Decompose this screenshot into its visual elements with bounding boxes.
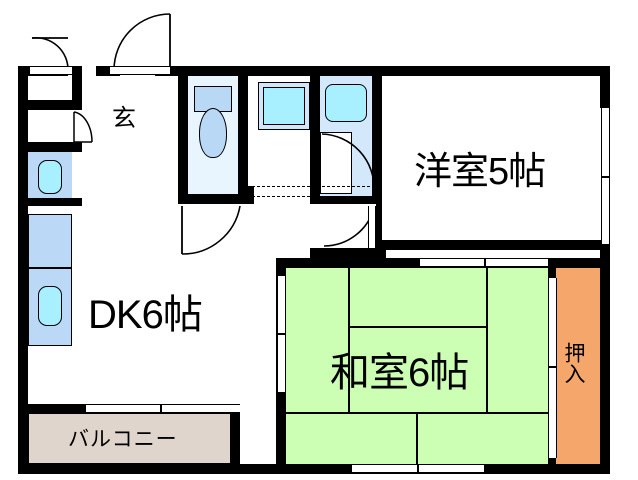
wall-bath-right [310, 66, 320, 196]
wall-hall-right-stub [376, 204, 382, 248]
wall-balcony-right [230, 404, 240, 474]
wall-hall-bottom [310, 248, 386, 258]
label-balcony: バルコニー [68, 428, 178, 451]
washitsu-sliding-left-mullion [277, 333, 286, 335]
bedroom-door-leaf[interactable] [368, 206, 376, 248]
wall-top-mid [96, 66, 110, 76]
dk-balcony-window-mullion [160, 404, 162, 413]
secondary-door-arc[interactable] [30, 36, 72, 71]
kitchen-sink-bowl [38, 286, 62, 326]
wall-washroom-bottom [310, 196, 382, 204]
wall-genkan-step [18, 198, 82, 206]
wall-shoe-cupboard-bottom [18, 100, 82, 110]
toilet-door-arc[interactable] [178, 204, 241, 256]
secondary-door-threshold[interactable] [30, 66, 72, 75]
wall-top-right [155, 66, 610, 76]
washroom-door-panel [320, 132, 352, 194]
wash-basin-bowl [38, 160, 62, 194]
oshiire-sliding-door[interactable] [548, 278, 557, 458]
bathtub-inner [263, 87, 305, 125]
tatami-joint-1 [348, 268, 350, 412]
wall-oshiire-right [600, 258, 610, 474]
shoe-cupboard-upper [28, 74, 72, 102]
shoe-closet-door-arc[interactable] [72, 110, 94, 146]
washroom-door-arc[interactable] [320, 132, 376, 194]
wall-genkan-bottom [18, 142, 82, 152]
label-oshiire: 押入 [562, 342, 586, 384]
kitchen-counter-upper [28, 214, 72, 268]
entrance-door-arc[interactable] [110, 10, 180, 71]
wall-bath-bottom-stub [248, 186, 254, 204]
oshiire-floor-fill [556, 268, 600, 468]
wall-bottom-outer [18, 464, 610, 474]
balcony-floor-fill [28, 412, 240, 464]
wall-toilet-bottom [178, 196, 248, 204]
tatami-joint-2 [348, 326, 486, 328]
wall-left-outer [18, 66, 28, 474]
label-yoshitsu: 洋室5帖 [414, 151, 546, 193]
tatami-joint-3 [486, 268, 488, 412]
shoe-cupboard-lower [28, 110, 82, 148]
label-dk: DK6帖 [88, 293, 203, 337]
washitsu-sliding-top-mullion [484, 258, 486, 267]
tatami-joint-5 [416, 412, 418, 468]
vanity-basin-outer [325, 84, 367, 122]
toilet-tank [194, 86, 232, 112]
dk-balcony-window[interactable] [86, 404, 240, 413]
entrance-door-threshold[interactable] [110, 66, 170, 75]
toilet-bowl [199, 108, 227, 158]
wall-toilet-right [238, 66, 248, 204]
wall-washroom-right [372, 66, 382, 204]
toilet-threshold [188, 194, 238, 196]
wall-yoshitsu-bottom [382, 240, 610, 250]
overhead-dashed-line-1 [252, 186, 380, 187]
label-genkan: 玄 [112, 105, 136, 132]
wall-toilet-left [178, 66, 188, 204]
washitsu-window-south-mullion [417, 464, 419, 473]
wall-right-outer-upper [600, 66, 610, 108]
label-washitsu: 和室6帖 [330, 351, 469, 395]
wall-shoe-cupboard-right [72, 66, 82, 110]
overhead-dashed-line-2 [252, 196, 380, 197]
yoshitsu-window-east-mullion [601, 176, 610, 178]
oshiire-sliding-door-mullion [548, 366, 557, 368]
